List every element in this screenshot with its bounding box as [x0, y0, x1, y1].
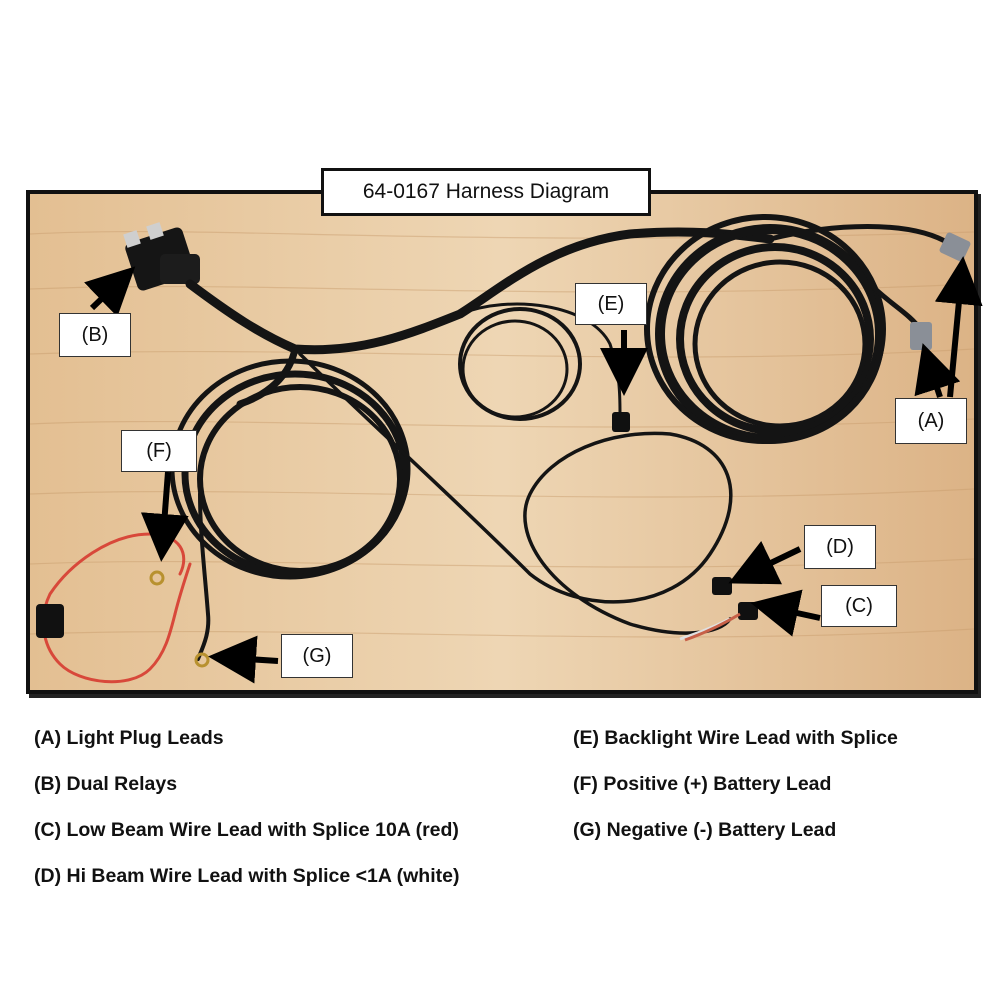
callout-b: (B): [59, 313, 131, 357]
fuse-holder: [36, 604, 64, 638]
legend-item-b: (B) Dual Relays: [34, 773, 178, 795]
diagram-title: 64-0167 Harness Diagram: [321, 168, 651, 216]
callout-e: (E): [575, 283, 647, 325]
light-plug-connector: [910, 322, 932, 350]
ring-terminal: [194, 652, 210, 668]
callout-f: (F): [121, 430, 197, 472]
legend-item-e: (E) Backlight Wire Lead with Splice: [573, 727, 898, 749]
splice-connector: [612, 412, 630, 432]
callout-d: (D): [804, 525, 876, 569]
legend-item-g: (G) Negative (-) Battery Lead: [573, 819, 837, 841]
legend-item-d: (D) Hi Beam Wire Lead with Splice <1A (w…: [34, 865, 460, 887]
legend-left: (A) Light Plug Leads (B) Dual Relays (C)…: [34, 724, 459, 908]
dual-relay: [123, 222, 200, 291]
harness-wires: [169, 214, 953, 661]
legend-right: (E) Backlight Wire Lead with Splice (F) …: [573, 724, 898, 862]
legend-item-c: (C) Low Beam Wire Lead with Splice 10A (…: [34, 819, 459, 841]
legend-item-a: (A) Light Plug Leads: [34, 727, 224, 749]
ring-terminal: [149, 570, 165, 586]
legend-item-f: (F) Positive (+) Battery Lead: [573, 773, 832, 795]
callout-g: (G): [281, 634, 353, 678]
callout-a: (A): [895, 398, 967, 444]
callout-c: (C): [821, 585, 897, 627]
light-plug-connector: [939, 232, 971, 262]
